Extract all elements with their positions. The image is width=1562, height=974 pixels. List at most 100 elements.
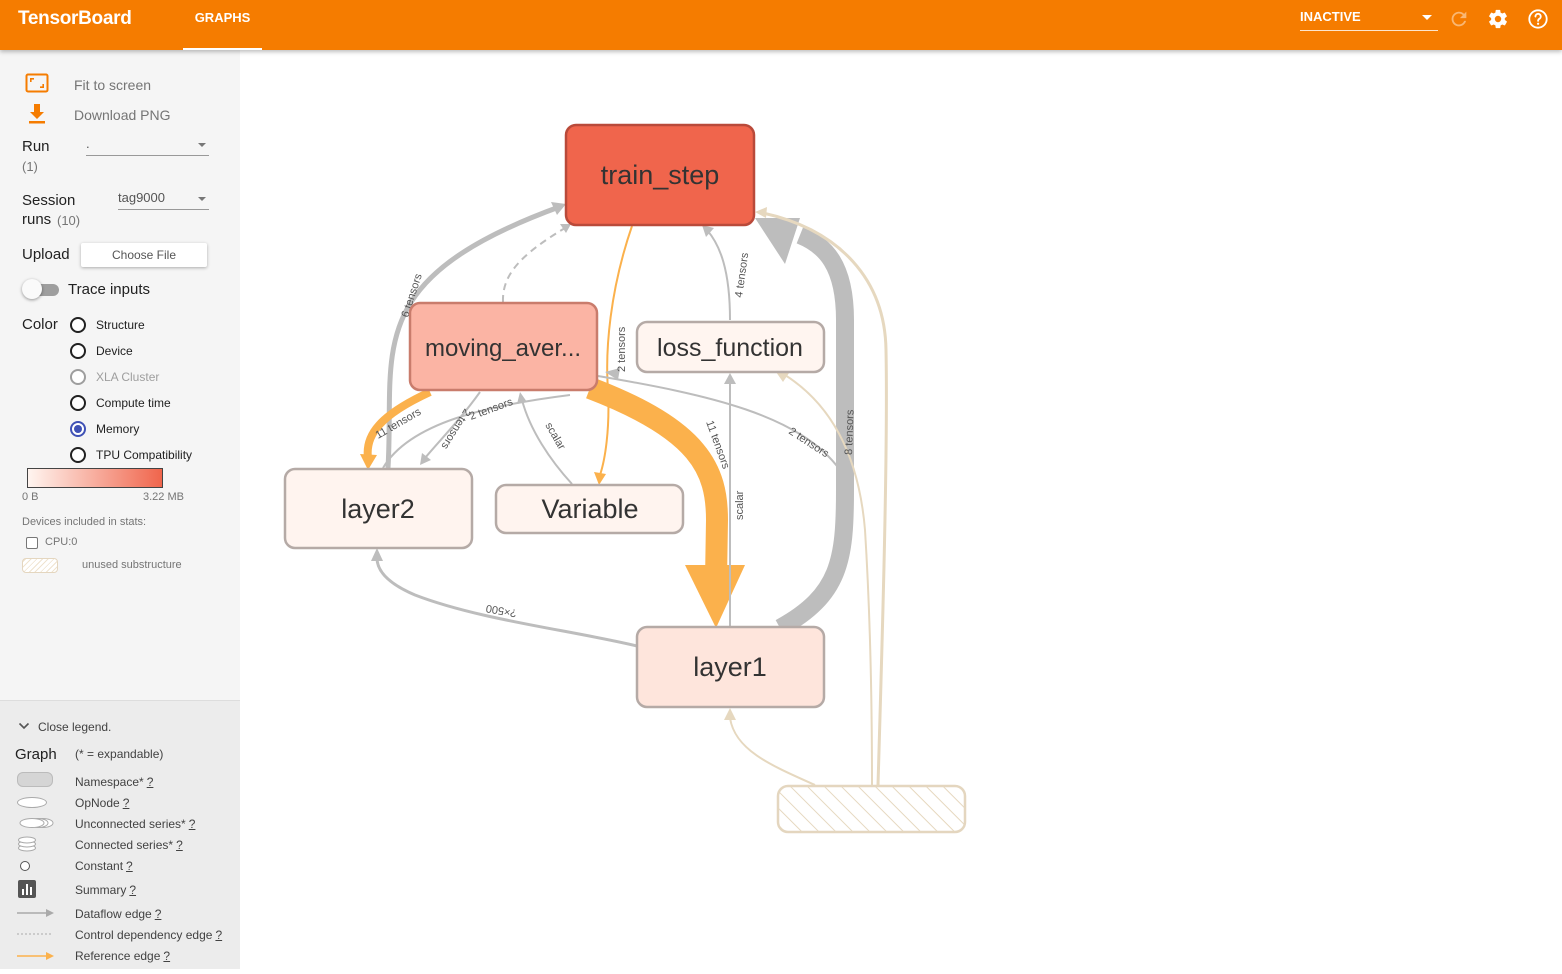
edge-arrowhead [551,202,566,215]
edge-loss-train-step[interactable] [706,229,731,321]
edge-moving-avg-layer2-grey[interactable] [424,391,481,459]
opnode-legend-icon [17,797,47,808]
edge-label: scalar [734,490,746,520]
node-loss-function[interactable]: loss_function [635,320,826,374]
edge-layer2-train-step[interactable] [385,204,560,469]
legend-constant-help[interactable]: ? [126,859,133,873]
chevron-down-icon [198,143,206,147]
run-label: Run [22,138,50,155]
edge-label: ?×500 [485,602,518,619]
node-moving-average[interactable]: moving_aver... [408,301,599,392]
cpu-device-label: CPU:0 [45,536,78,548]
edge-arrowhead [560,224,571,233]
radio-device[interactable] [70,343,86,359]
edge-moving-avg-layer1[interactable] [586,377,729,581]
session-runs-dropdown[interactable]: tag9000 [118,190,209,210]
node-layer2-label: layer2 [341,494,415,524]
node-layer1[interactable]: layer1 [635,625,826,709]
namespace-legend-icon [17,772,53,787]
edge-label: 2 tensors [438,406,472,451]
legend-opnode-help[interactable]: ? [122,796,130,810]
devices-included-label: Devices included in stats: [22,516,147,528]
node-layer2[interactable]: layer2 [283,467,474,550]
settings-icon[interactable] [1487,8,1509,30]
edge-label: scalar [542,421,567,453]
edge-moving-avg-layer2[interactable] [363,388,432,459]
legend-summary-help[interactable]: ? [129,883,137,897]
edge-unused-loss-function[interactable] [784,374,873,786]
graph-legend: Close legend. Graph (* = expandable) Nam… [0,700,240,969]
edge-layer1-train-step[interactable] [775,226,854,636]
graph-nodes: train_step moving_aver... loss_function … [283,123,967,834]
cpu-device-checkbox[interactable] [26,537,38,549]
brand-title: TensorBoard [18,8,132,29]
edge-unused-layer1[interactable] [729,717,816,786]
choose-file-button[interactable]: Choose File [81,243,207,267]
legend-opnode: OpNode? [75,796,129,810]
node-unused-substructure[interactable] [776,784,967,834]
tab-graphs[interactable]: GRAPHS [183,0,262,50]
download-png-button[interactable]: Download PNG [74,107,171,123]
refresh-icon[interactable] [1448,8,1470,30]
color-label: Color [22,316,58,333]
top-app-bar: TensorBoard GRAPHS INACTIVE [0,0,1562,50]
legend-namespace-help[interactable]: ? [146,775,154,789]
graph-canvas[interactable]: 6 tensors 2 tensors 4 tensors 11 tensors… [240,50,1562,969]
edge-arrowhead [605,368,620,380]
dataflow-edge-legend-icon [17,909,54,917]
edge-arrowhead [517,392,527,404]
edge-arrowhead [755,207,767,218]
radio-compute-time[interactable] [70,395,86,411]
legend-unconnected-series-label: Unconnected series* [75,817,186,831]
radio-tpu-compatibility[interactable] [70,447,86,463]
legend-dataflow-edge-help[interactable]: ? [154,907,162,921]
edge-layer2-moving-avg[interactable] [382,394,571,469]
edge-arrowhead [594,472,606,485]
fit-to-screen-icon[interactable] [25,73,49,95]
legend-control-dependency-edge-help[interactable]: ? [215,928,223,942]
reference-edge-legend-icon [17,952,54,960]
trace-inputs-toggle-knob[interactable] [22,279,42,299]
edge-unused-train-step[interactable] [762,211,888,786]
radio-structure[interactable] [70,317,86,333]
legend-opnode-label: OpNode [75,796,120,810]
node-train-step[interactable]: train_step [564,123,756,227]
session-runs-count: (10) [57,213,81,228]
edge-arrowhead [724,373,736,384]
download-icon[interactable] [27,103,47,125]
fit-to-screen-button[interactable]: Fit to screen [74,77,152,93]
edge-variable-moving-avg[interactable] [521,399,573,485]
radio-memory-label: Memory [96,422,140,436]
run-status-dropdown[interactable]: INACTIVE [1300,9,1438,31]
legend-namespace: Namespace*? [75,775,153,789]
edge-arrowhead [360,454,377,470]
edge-arrowhead [776,372,789,382]
constant-legend-icon [20,861,30,871]
close-legend-button[interactable]: Close legend. [38,720,112,734]
node-variable[interactable]: Variable [494,483,685,535]
edge-control-dependency[interactable] [501,227,566,303]
node-moving-average-label: moving_aver... [425,335,581,362]
unused-substructure-swatch [22,558,58,573]
chevron-down-icon[interactable] [18,721,30,731]
legend-namespace-label: Namespace* [75,775,144,789]
legend-control-dependency-edge-label: Control dependency edge [75,928,213,942]
chevron-down-icon [198,197,206,201]
help-icon[interactable] [1527,8,1549,30]
radio-compute-time-label: Compute time [96,396,171,410]
radio-memory[interactable] [70,421,86,437]
legend-unconnected-series-help[interactable]: ? [188,817,196,831]
legend-connected-series: Connected series*? [75,838,183,852]
session-runs-dropdown-value: tag9000 [118,190,165,205]
run-dropdown[interactable]: . [86,136,209,156]
edge-arrowhead [755,218,800,264]
node-layer1-label: layer1 [693,652,767,682]
legend-reference-edge-help[interactable]: ? [163,949,171,963]
node-loss-function-label: loss_function [657,334,803,362]
legend-connected-series-help[interactable]: ? [176,838,183,852]
legend-constant-label: Constant [75,859,124,873]
edge-layer1-layer2[interactable] [375,557,638,648]
legend-expandable-note: (* = expandable) [75,747,164,761]
graph-svg[interactable]: 6 tensors 2 tensors 4 tensors 11 tensors… [240,50,1562,969]
chevron-down-icon [1422,15,1432,20]
